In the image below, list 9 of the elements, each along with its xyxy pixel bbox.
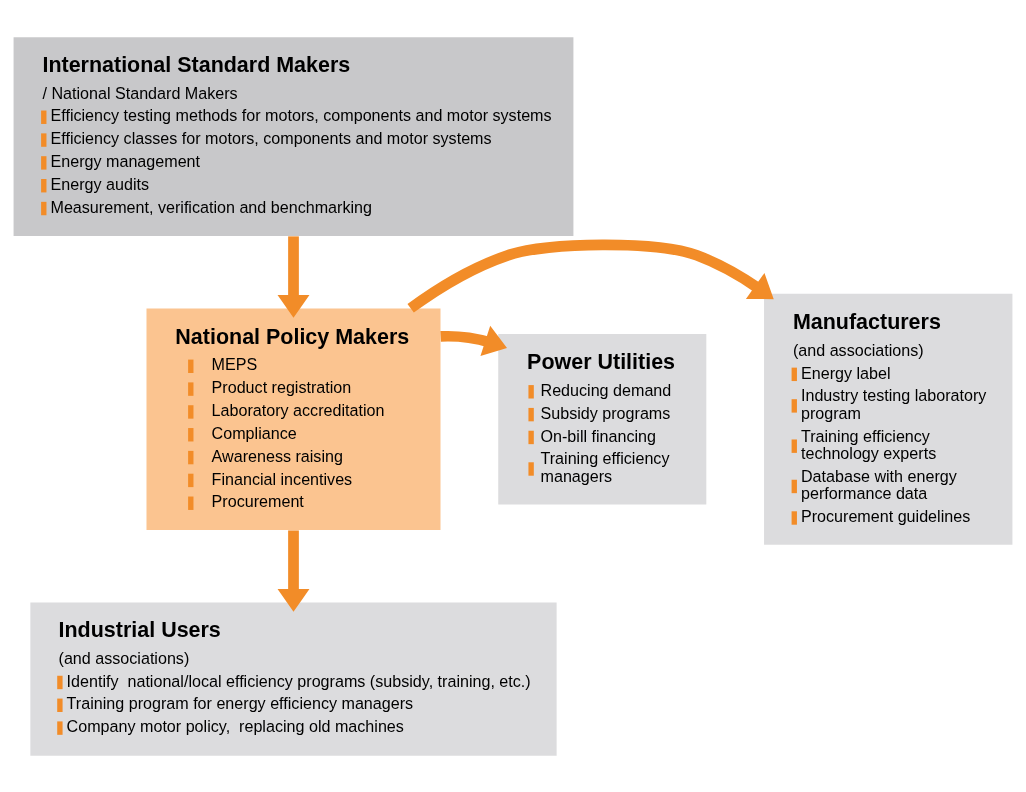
node-box: International Standard Makers / National Standard Makers Efficiency testing methods for motors, components and motor systems Efficiency classes for motors, components and motor systems Energy management Energy audits Measurement, verification and benchmarking — [13, 36, 574, 236]
arrow — [277, 235, 310, 318]
node-box: Industrial Users (and associations) Identify national/local efficiency programs (subsidy, training, etc.) Training program for energy efficiency managers Company motor policy, replacing old machines — [30, 602, 557, 756]
arrow — [277, 529, 310, 612]
arrow — [407, 238, 774, 313]
arrow — [440, 325, 507, 356]
node-box: Manufacturers (and associations) Energy label Industry testing laboratory program Training efficiency technology experts Database with energy performance data Procurement guidelines — [764, 293, 1013, 545]
node-box: National Policy Makers MEPS Product registration Laboratory accreditation Compliance Awareness raising Financial incentives Procurement — [146, 308, 441, 530]
node-box: Power Utilities Reducing demand Subsidy programs On-bill financing Training efficiency managers — [498, 333, 707, 505]
